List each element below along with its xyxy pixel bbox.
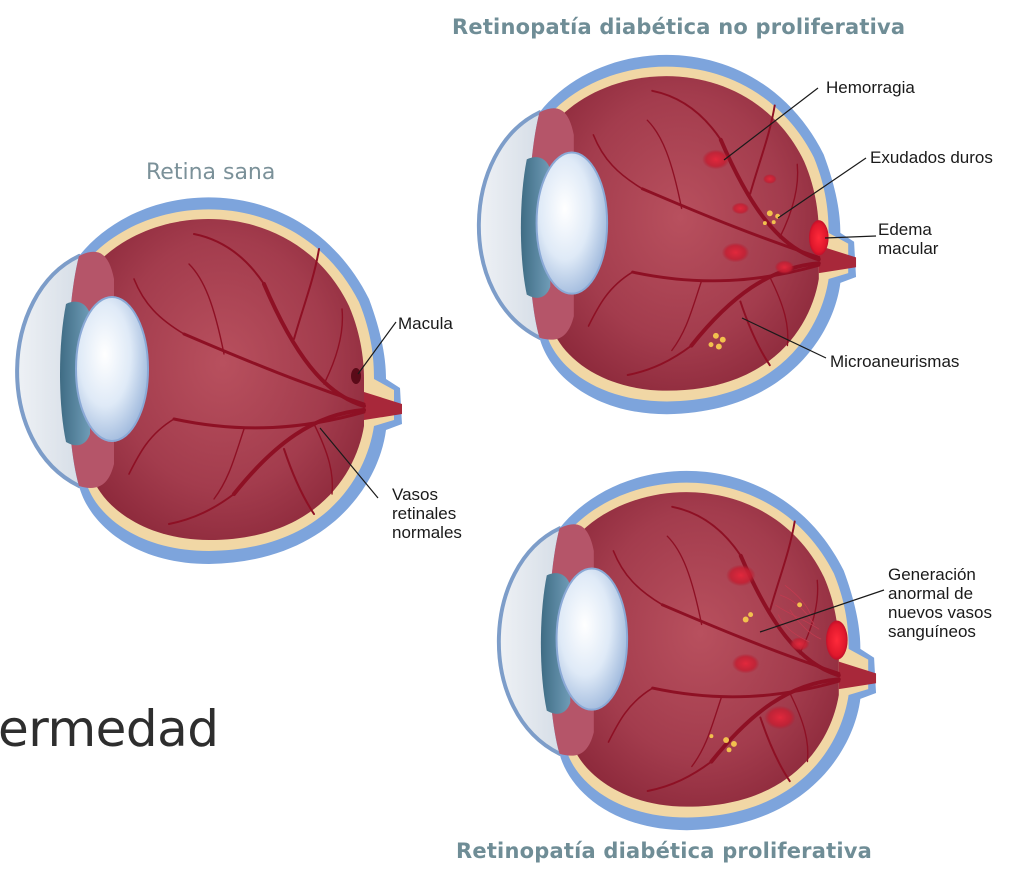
nonproliferative-eye [479, 55, 856, 414]
healthy-eye [17, 197, 402, 564]
macula-spot [351, 368, 361, 384]
proliferative-eye [499, 471, 876, 830]
macular-edema [826, 620, 848, 659]
